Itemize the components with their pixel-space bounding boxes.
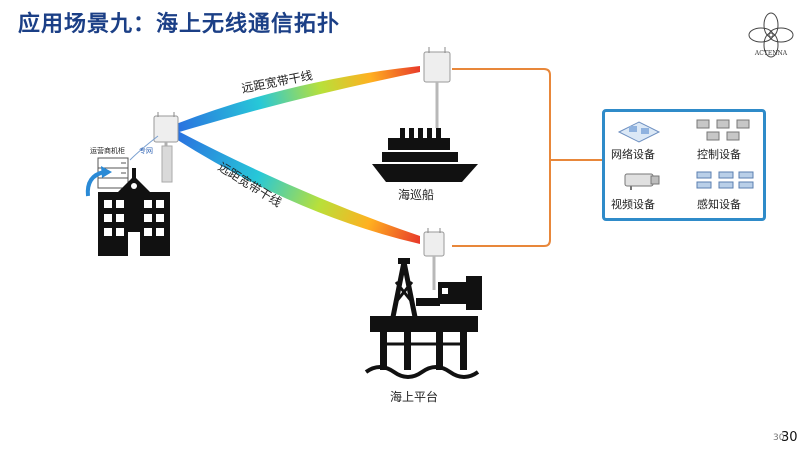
page-number: 30 <box>781 430 798 445</box>
uplink-arrow-icon <box>85 170 105 197</box>
ship-radio-unit <box>423 47 451 128</box>
left-radio-unit <box>153 112 179 183</box>
video-device-icon <box>624 173 660 190</box>
private-net-wire <box>129 135 159 161</box>
video-device-label: 视频设备 <box>611 198 655 211</box>
oil-platform-icon <box>364 258 482 379</box>
lower-link-beam <box>176 130 420 244</box>
sensing-device-icon <box>696 171 754 189</box>
private-net-label: 专网 <box>139 147 153 155</box>
network-device-label: 网络设备 <box>611 148 655 161</box>
page-number-ghost: 30 <box>773 433 785 443</box>
control-device-icon <box>696 119 750 141</box>
cabinet-label: 运营商机柜 <box>90 147 125 155</box>
sensing-device-label: 感知设备 <box>697 198 741 211</box>
platform-label: 海上平台 <box>390 390 439 404</box>
page-title: 应用场景九：海上无线通信拓扑 <box>18 12 341 37</box>
control-device-label: 控制设备 <box>697 148 741 161</box>
platform-radio-unit <box>423 228 445 290</box>
ship-connector <box>452 68 551 247</box>
ship-label: 海巡船 <box>398 188 435 202</box>
actenna-logo <box>748 12 794 58</box>
ship-icon <box>372 128 478 182</box>
logo-text: ACTENNA <box>754 50 788 57</box>
upper-link-beam <box>176 66 420 133</box>
device-panel: 网络设备 控制设备 视频设备 感知设备 <box>602 109 766 221</box>
building-icon <box>98 168 170 256</box>
network-device-icon <box>617 121 661 143</box>
